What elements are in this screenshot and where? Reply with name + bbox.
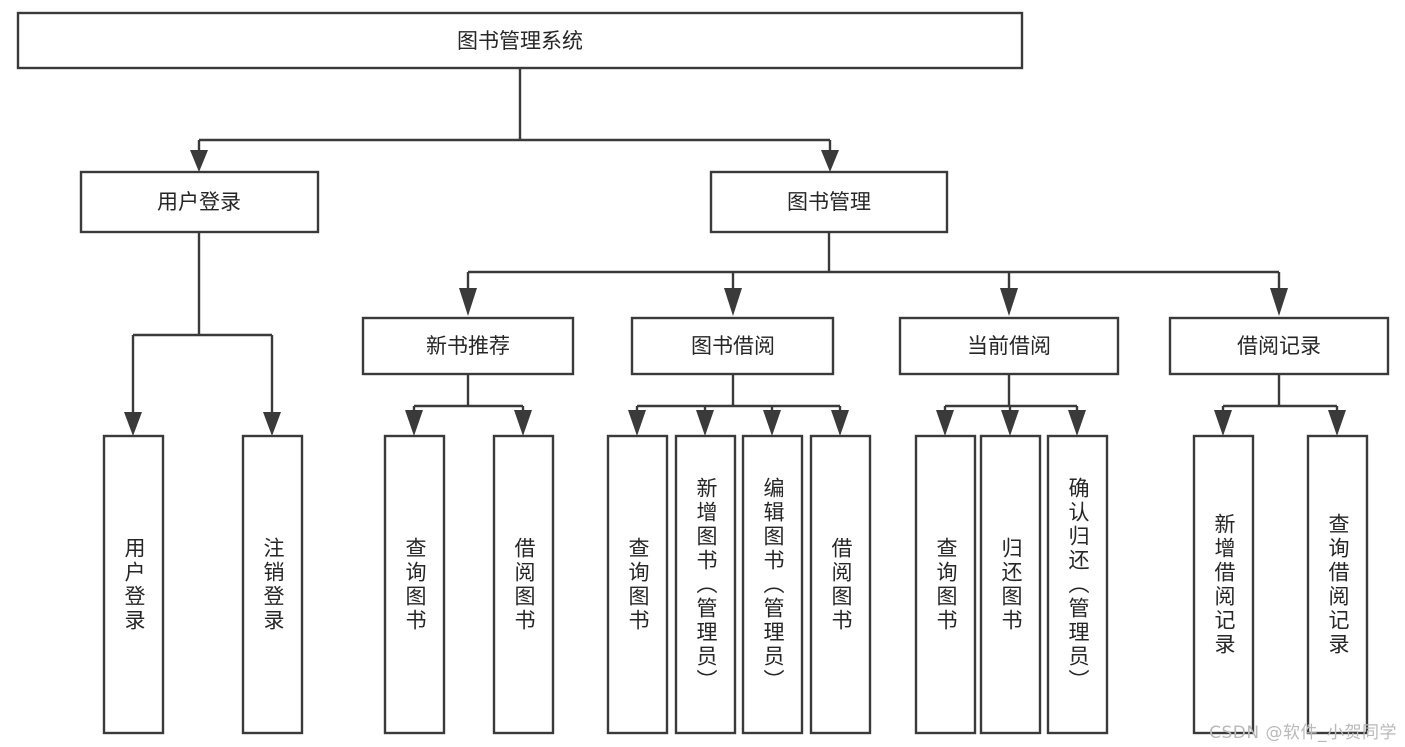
arrow-head-currentborrow-leaf-3 xyxy=(1068,410,1086,436)
leaf-box-bookborrow-add-book-admin[interactable] xyxy=(674,434,737,735)
arrow-head-bookborrow-leaf-1 xyxy=(628,410,646,436)
node-root-label: 图书管理系统 xyxy=(457,29,583,53)
node-book-borrow-box[interactable] xyxy=(630,316,835,376)
leaf-box-newbook-query-books[interactable] xyxy=(383,434,446,735)
node-book-management-label: 图书管理 xyxy=(787,190,871,214)
arrow-head-login-leaf-1 xyxy=(124,412,142,436)
node-new-book-recommend-box[interactable] xyxy=(361,316,575,376)
arrow-head-to-new-book xyxy=(459,288,477,316)
arrow-head-borrowrecord-leaf-2 xyxy=(1328,410,1346,436)
leaf-box-logout[interactable] xyxy=(241,434,304,735)
arrow-head-to-user-login xyxy=(190,150,208,172)
leaf-box-bookborrow-edit-book-admin[interactable] xyxy=(741,434,804,735)
leaf-box-newbook-borrow-books[interactable] xyxy=(492,434,555,735)
node-borrow-record-box[interactable] xyxy=(1168,316,1390,376)
arrow-head-to-book-borrow xyxy=(724,288,742,316)
arrow-head-to-current-borrow xyxy=(1000,288,1018,316)
leaf-box-currentborrow-confirm-return-admin[interactable] xyxy=(1046,434,1109,735)
arrow-head-borrowrecord-leaf-1 xyxy=(1214,410,1232,436)
arrow-head-to-borrow-record xyxy=(1270,288,1288,316)
arrow-head-to-book-management xyxy=(821,150,839,172)
node-current-borrow-label: 当前借阅 xyxy=(967,334,1051,358)
leaf-box-bookborrow-query-books[interactable] xyxy=(606,434,669,735)
leaf-box-currentborrow-query-books[interactable] xyxy=(914,434,977,735)
arrow-head-login-leaf-2 xyxy=(263,412,281,436)
node-book-management-box[interactable] xyxy=(709,170,949,234)
arrow-head-currentborrow-leaf-2 xyxy=(1001,410,1019,436)
arrow-head-newbook-leaf-1 xyxy=(405,410,423,436)
node-borrow-record-label: 借阅记录 xyxy=(1237,334,1321,358)
node-book-borrow-label: 图书借阅 xyxy=(691,334,775,358)
csdn-watermark: CSDN @软件_小贺同学 xyxy=(1209,723,1397,743)
arrow-head-bookborrow-leaf-2 xyxy=(696,410,714,436)
leaf-box-currentborrow-return-books[interactable] xyxy=(979,434,1042,735)
arrow-head-newbook-leaf-2 xyxy=(514,410,532,436)
leaf-box-bookborrow-borrow-books[interactable] xyxy=(809,434,872,735)
leaf-box-borrowrecord-query-record[interactable] xyxy=(1306,434,1369,735)
arrow-head-bookborrow-leaf-4 xyxy=(831,410,849,436)
node-current-borrow-box[interactable] xyxy=(898,316,1120,376)
node-new-book-recommend-label: 新书推荐 xyxy=(426,334,510,358)
leaf-box-borrowrecord-add-record[interactable] xyxy=(1192,434,1255,735)
arrow-head-currentborrow-leaf-1 xyxy=(936,410,954,436)
node-root-box[interactable] xyxy=(16,11,1024,70)
leaf-box-user-login[interactable] xyxy=(102,434,165,735)
node-user-login-label: 用户登录 xyxy=(157,190,241,214)
arrow-head-bookborrow-leaf-3 xyxy=(763,410,781,436)
